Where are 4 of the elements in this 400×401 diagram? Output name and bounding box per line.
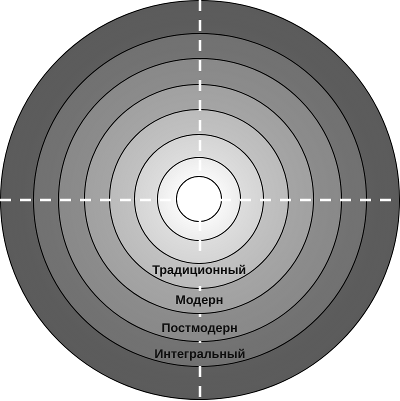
- ring-label: Модерн: [175, 293, 224, 308]
- ring-label: Интегральный: [154, 346, 246, 362]
- ring-label: Постмодерн: [162, 320, 238, 336]
- ring-label: Традиционный: [152, 263, 246, 278]
